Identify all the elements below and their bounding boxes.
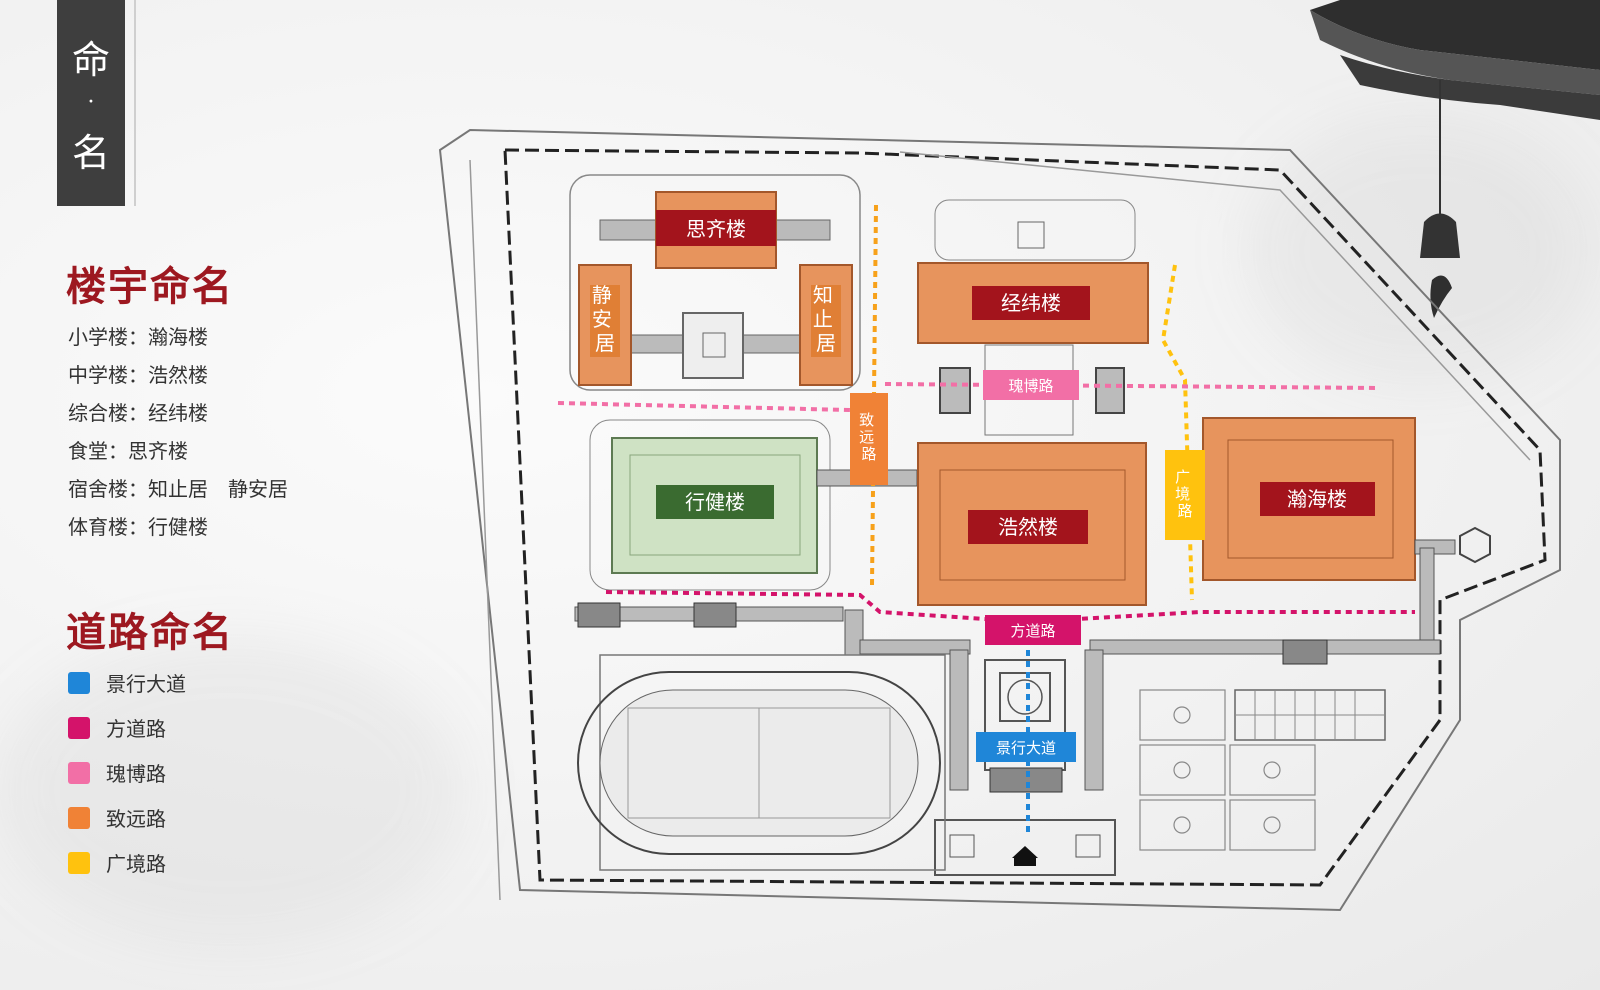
wind-chime-icon [1420,213,1460,258]
building-item: 宿舍楼：知止居静安居 [68,477,288,501]
road-line-guibo-west [557,401,851,412]
road-label-bg-guangjing [1165,450,1205,540]
road-line-guangjing [1160,264,1194,601]
building-item-extra: 静安居 [228,477,288,501]
road-legend: 景行大道 方道路 瑰博路 致远路 广境路 [68,660,186,885]
legend-item-jingxing: 景行大道 [68,660,186,705]
roads-section-title: 道路命名 [66,609,234,656]
building-label-haoran: 浩然楼 [998,515,1058,539]
building-label-siqi: 思齐楼 [686,217,746,241]
legend-swatch [68,851,90,874]
legend-swatch [68,671,90,694]
building-item: 小学楼：瀚海楼 [68,325,208,349]
road-label-bg-zhiyuan [850,393,888,485]
legend-item-zhiyuan: 致远路 [68,795,186,840]
legend-item-guangjing: 广境路 [68,840,186,885]
building-item: 中学楼：浩然楼 [68,363,208,387]
building-item: 食堂：思齐楼 [68,439,188,463]
road-label-bg-guibo [983,370,1079,400]
road-label-bg-jingxing [976,732,1076,762]
zhizhi-char: 居 [816,331,836,355]
legend-swatch [68,716,90,739]
site-boundary [438,128,1561,912]
jingan-char: 静 [592,283,612,307]
building-label-jingwei: 经纬楼 [1001,291,1061,315]
building-item: 体育楼：行健楼 [68,515,208,539]
zhiyuan-char: 路 [861,445,876,463]
guangjing-char: 广 [1175,468,1190,486]
road-label-bg-fangdao [985,615,1081,645]
tag-divider [134,0,136,206]
tag-char-top: 命 [71,38,110,82]
road-label-fangdao: 方道路 [1010,622,1055,640]
campus-map: 思齐楼 静 安 居 知 止 居 经纬楼 行健楼 浩然楼 瀚海楼 [438,128,1561,912]
zhiyuan-char: 致 [859,411,874,429]
tag-char-bottom: 名 [71,131,110,175]
road-label-jingxing: 景行大道 [996,739,1056,757]
building-label-zhizhi: 知 止 居 [813,283,839,355]
road-label-guibo: 瑰博路 [1008,377,1053,395]
buildings-section-title: 楼宇命名 [66,263,234,310]
legend-swatch [68,806,90,829]
running-track [577,671,941,855]
site-inner-boundary [503,148,1547,887]
building-item: 综合楼：经纬楼 [68,401,208,425]
building-name-list: 小学楼：瀚海楼 中学楼：浩然楼 综合楼：经纬楼 食堂：思齐楼 宿舍楼：知止居静安… [68,318,288,546]
pavilion-roof-decoration [1310,0,1600,318]
road-line-guibo-east [884,382,1381,390]
section-tag: 命 · 名 [57,0,125,206]
jingan-char: 安 [592,307,612,331]
legend-item-guibo: 瑰博路 [68,750,186,795]
zhiyuan-char: 远 [859,428,874,446]
building-label-hanhai: 瀚海楼 [1287,487,1347,511]
legend-swatch [68,761,90,784]
zhizhi-char: 止 [813,307,833,331]
entrance-arrow-icon [1012,846,1038,858]
road-label-guangjing: 广 境 路 [1175,468,1195,520]
tag-dot: · [87,90,95,115]
legend-item-fangdao: 方道路 [68,705,186,750]
guangjing-char: 境 [1175,485,1190,503]
mist-decoration [1250,120,1590,380]
jingan-char: 居 [595,331,615,355]
road-line-fangdao [605,590,1415,622]
building-label-jingan: 静 安 居 [592,283,618,355]
zhizhi-char: 知 [813,283,833,307]
basketball-courts [1139,689,1316,851]
guangjing-char: 路 [1177,502,1192,520]
building-label-xingjian: 行健楼 [685,490,745,514]
road-label-zhiyuan: 致 远 路 [859,411,879,463]
